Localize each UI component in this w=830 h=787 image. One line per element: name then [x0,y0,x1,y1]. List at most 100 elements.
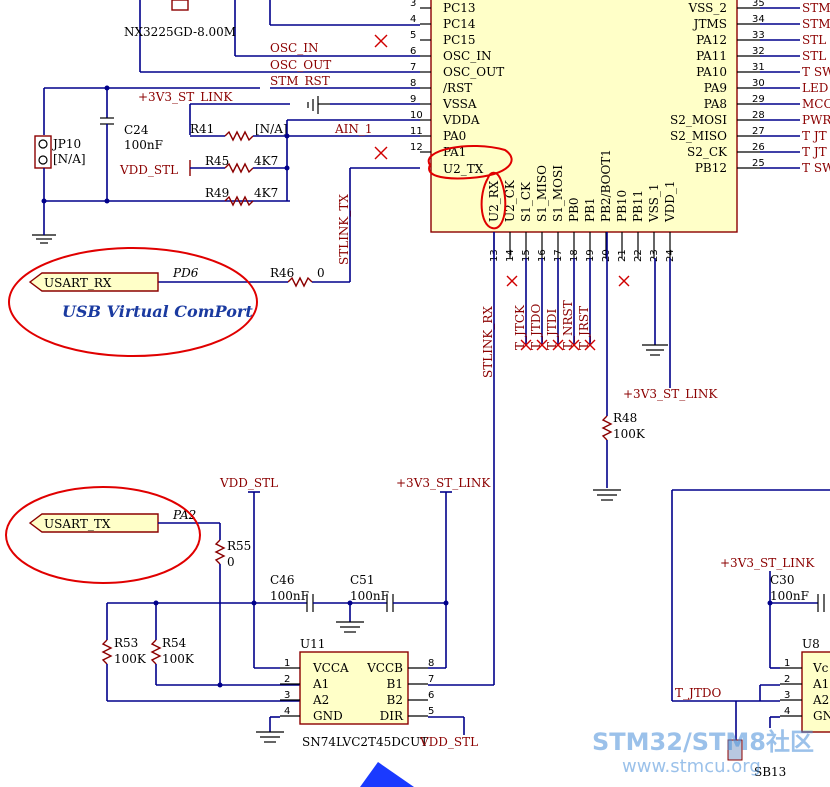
mcu-pin-name: PA0 [443,129,466,143]
u11-pin-num: 7 [428,674,434,685]
r53-value: 100K [114,652,147,666]
net-3v3-right: +3V3_ST_LINK [720,556,815,570]
r41-ref: R41 [190,122,214,136]
mcu-pin-num: 12 [410,142,423,153]
u11-pin-name: A2 [312,693,329,707]
mcu-right-net: MCC [802,97,830,111]
watermark-line2: www.stmcu.org [622,756,761,777]
jp10-ref: JP10 [51,137,81,151]
r46-value: 0 [317,266,325,280]
mcu-pin-num: 9 [410,94,416,105]
mcu-pin-name: U2_CK [503,179,517,222]
u8-pin-name: Vc [812,661,829,675]
mcu-pin-num: 26 [752,142,765,153]
sketch-circle-tx [5,486,201,584]
mcu-pin-name: PC13 [443,1,476,15]
usb-virtual-comport-annotation: USB Virtual ComPort [62,302,253,321]
mcu-pin-name: S2_MISO [670,129,727,143]
mcu-right-net: STM [802,1,830,15]
r55-value: 0 [227,555,235,569]
mcu-pin-name: PA12 [696,33,727,47]
mcu-pin-name: VDD_1 [663,180,677,223]
u11-pin-num: 2 [284,674,290,685]
c46-ref: C46 [270,573,294,587]
mcu-pin-name: S2_CK [687,145,728,159]
u8-pin-num: 1 [784,658,790,669]
u11-pin-name: DIR [380,709,404,723]
u8-ref: U8 [802,637,820,651]
mcu-pin-name: S1_CK [519,181,533,222]
c51-value: 100nF [350,589,389,603]
mcu-pin-num: 34 [752,14,765,25]
r55-ref: R55 [227,539,251,553]
r49-ref: R49 [205,186,229,200]
mcu-pin-num: 5 [410,30,416,41]
mcu-u2tx-label: U2_TX [443,162,484,176]
mcu-right-net: T SW [802,65,830,79]
mcu-pin-num: 4 [410,14,416,25]
r49-resistor [224,195,254,207]
usart-rx-label: USART_RX [44,276,112,290]
mcu-pin-name: PB1 [583,197,597,222]
mcu-pin-name: S2_MOSI [670,113,727,127]
r49-value: 4K7 [254,186,278,200]
r45-value: 4K7 [254,154,278,168]
mcu-pin-num: 6 [410,46,416,57]
mcu-pin-num: 21 [617,249,628,262]
r45-ref: R45 [205,154,229,168]
u11-pin-num: 6 [428,690,434,701]
mcu-bottom-pins: 13U2_RX14U2_CK15S1_CK16S1_MISO17S1_MOSI1… [487,149,677,262]
mcu-pin-name: VDDA [442,113,480,127]
mcu-pin-name: /RST [443,81,472,95]
u11-pin-name: B1 [387,677,403,691]
net-ain1: AIN_1 [334,122,373,136]
mcu-pin-num: 19 [585,249,596,262]
sketch-circle-u2tx [427,144,513,180]
mcu-pin-num: 28 [752,110,765,121]
mcu-pin-name: PB2/BOOT1 [599,149,613,222]
r48-ref: R48 [613,411,637,425]
mcu-pin-num: 33 [752,30,765,41]
mcu-right-net: T SW [802,161,830,175]
mcu-pin-num: 30 [752,78,765,89]
mcu-pin-name: PB10 [615,190,629,222]
mcu-pin-num: 14 [505,249,516,262]
u8-pin-num: 4 [784,706,790,717]
sb13-solder-bridge [727,739,743,761]
mcu-pin-num: 18 [569,249,580,262]
mcu-pin-num: 32 [752,46,765,57]
mcu-pin-num: 31 [752,62,765,73]
c30-ref: C30 [770,573,794,587]
pin-pd6: PD6 [172,266,199,280]
mcu-pin-name: PB12 [695,161,727,175]
crystal-body [171,0,189,11]
pin-pa2: PA2 [172,508,196,522]
u11-pin-name: B2 [387,693,403,707]
mcu-pin-num: 11 [410,126,423,137]
net-stlink-rx: STLINK_RX [481,306,495,378]
u11-pin-name: VCCB [366,661,403,675]
u11-pin-name: A1 [312,677,329,691]
jtag-net-label: T_JTDI [545,309,559,350]
net-vdd-stl-top: VDD_STL [219,476,278,490]
net-vdd-stl-dir: VDD_STL [419,735,478,749]
net-3v3-mid: +3V3_ST_LINK [623,387,718,401]
mcu-pin-num: 10 [410,110,423,121]
u11-pin-num: 3 [284,690,290,701]
mcu-right-net: T JT [802,129,827,143]
net-3v3-lower: +3V3_ST_LINK [396,476,491,490]
net-3v3-left: +3V3_ST_LINK [138,90,233,104]
u8-pin-num: 2 [784,674,790,685]
r54-value: 100K [162,652,195,666]
u8-pin-name: A2 [812,693,829,707]
crystal-part-label: NX3225GD-8.00M [124,25,236,39]
r55-resistor [214,539,226,565]
u11-ref: U11 [300,637,325,651]
r46-resistor [287,276,313,288]
watermark-line1: STM32/STM8社区 [592,728,814,756]
r53-ref: R53 [114,636,138,650]
u8-ic [801,651,830,733]
